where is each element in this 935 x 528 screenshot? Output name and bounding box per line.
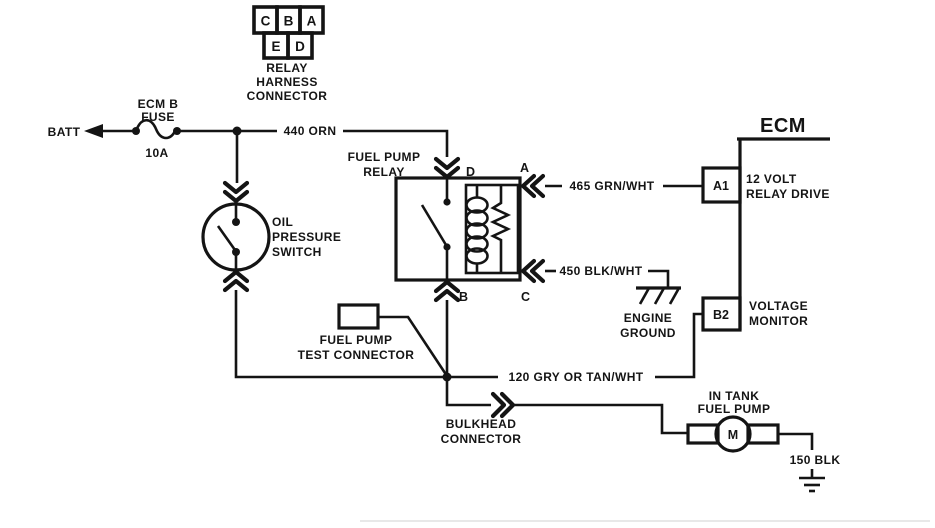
fuel-pump-test-connector: FUEL PUMP TEST CONNECTOR (298, 303, 449, 377)
wire-150-label: 150 BLK (790, 453, 841, 467)
fuse-element-icon (134, 118, 178, 140)
relay-harness-connector-legend: C B A E D RELAY HARNESS CONNECTOR (247, 5, 328, 103)
legend-pin-d: D (295, 39, 305, 54)
legend-label-line1: RELAY (266, 61, 308, 75)
bulkhead-chevron-right-icon (490, 391, 516, 419)
engine-ground-hash-icon (668, 287, 681, 305)
legend-pin-e: E (271, 39, 280, 54)
oil-switch-label-line2: PRESSURE (272, 230, 341, 244)
relay-terminal-b-label: B (459, 290, 468, 304)
legend-label-line2: HARNESS (256, 75, 317, 89)
ecm-b-fuse: ECM B FUSE 10A (132, 97, 181, 160)
engine-ground-label-line1: ENGINE (624, 311, 672, 325)
wire-440-orn: 440 ORN (242, 124, 449, 157)
in-tank-fuel-pump: IN TANK FUEL PUMP M 150 BLK (686, 389, 841, 493)
ecm: ECM A1 12 VOLT RELAY DRIVE B2 VOLTAGE MO… (701, 115, 830, 332)
engine-ground-hash-icon (653, 287, 666, 305)
relay-terminal-c-chevron-icon (520, 258, 546, 284)
wire-120-label: 120 GRY OR TAN/WHT (509, 370, 644, 384)
relay-terminal-b-chevron-icon (433, 279, 461, 303)
pump-motor-letter: M (728, 428, 738, 442)
relay-terminal-a-label: A (520, 161, 529, 175)
wire-switch-to-junction (234, 290, 447, 379)
ecm-b2-function-line2: MONITOR (749, 314, 808, 328)
relay-label-line1: FUEL PUMP (348, 150, 421, 164)
wire-450-blk-wht: 450 BLK/WHT ENGINE GROUND (545, 264, 681, 340)
oil-switch-top-contact (232, 218, 240, 226)
legend-label-line3: CONNECTOR (247, 89, 328, 103)
battery-feed: BATT ECM B FUSE 10A (48, 97, 242, 160)
wire-440-label: 440 ORN (284, 124, 337, 138)
scan-artifact-line (360, 520, 930, 522)
wire-test-connector-to-junction (378, 315, 449, 377)
engine-ground-label-line2: GROUND (620, 326, 676, 340)
relay-switch-top-contact (443, 198, 451, 206)
engine-ground-hash-icon (638, 287, 651, 305)
relay-terminal-d-chevron-icon (433, 156, 461, 180)
relay-terminal-c-label: C (521, 290, 530, 304)
oil-switch-label-line1: OIL (272, 215, 293, 229)
relay-terminal-a-chevron-icon (520, 173, 546, 199)
oil-switch-label-line3: SWITCH (272, 245, 322, 259)
legend-pin-c: C (261, 14, 271, 29)
wire-pump-to-ground (778, 432, 814, 450)
bulkhead-label-line1: BULKHEAD (446, 417, 517, 431)
pump-label-line2: FUEL PUMP (698, 402, 771, 416)
test-connector-label-line1: FUEL PUMP (320, 333, 393, 347)
relay-coil-loop (465, 235, 489, 253)
wire-450-segment-right (648, 269, 670, 287)
fuel-pump-relay: FUEL PUMP RELAY D A B C (348, 150, 546, 377)
wire-450-label: 450 BLK/WHT (559, 264, 642, 278)
bulkhead-label-line2: CONNECTOR (441, 432, 522, 446)
battery-label: BATT (48, 125, 81, 139)
bulkhead-connector: BULKHEAD CONNECTOR (441, 377, 688, 446)
ecm-pin-a1-label: A1 (713, 179, 729, 193)
relay-switch-blade (420, 204, 448, 246)
oil-switch-blade (216, 225, 237, 251)
pump-left-terminal-box (686, 423, 720, 445)
ecm-title: ECM (760, 115, 806, 137)
engine-ground: ENGINE GROUND (620, 286, 681, 340)
wire-120-gry: 120 GRY OR TAN/WHT (442, 312, 703, 384)
legend-pin-b: B (284, 14, 294, 29)
pump-motor-body (714, 415, 752, 453)
relay-coil-loop (465, 196, 489, 214)
ecm-pin-a1-box (701, 166, 742, 204)
ecm-pin-b2-label: B2 (713, 308, 729, 322)
pump-label-line1: IN TANK (709, 389, 760, 403)
relay-coil-loop (465, 222, 489, 240)
wire-465-grn-wht: 465 GRN/WHT (545, 179, 703, 193)
ecm-a1-function-line2: RELAY DRIVE (746, 187, 830, 201)
ecm-b2-function-line1: VOLTAGE (749, 299, 808, 313)
wire-junction-to-bulkhead (445, 377, 491, 407)
relay-terminal-d-label: D (466, 165, 475, 179)
relay-body (394, 176, 522, 282)
relay-coil-loop (465, 209, 489, 227)
oil-pressure-switch: OIL PRESSURE SWITCH (201, 131, 447, 379)
relay-label-line2: RELAY (363, 165, 405, 179)
ecm-a1-function-line1: 12 VOLT (746, 172, 797, 186)
wire-440-segment-right (343, 129, 449, 157)
connector-chevron-down-icon (222, 180, 250, 204)
chassis-ground (799, 469, 825, 493)
fuse-name-line2: FUSE (141, 110, 175, 124)
relay-resistor-icon (489, 185, 512, 273)
pump-right-terminal-box (746, 423, 780, 445)
legend-pin-a: A (307, 14, 317, 29)
test-connector-body (337, 303, 380, 330)
battery-arrow-icon (84, 124, 103, 138)
wire-120-segment-right (655, 312, 703, 379)
test-connector-label-line2: TEST CONNECTOR (298, 348, 415, 362)
wire-465-label: 465 GRN/WHT (569, 179, 654, 193)
connector-chevron-up-icon (222, 269, 250, 293)
legend-pin-box-d (286, 31, 314, 60)
fuse-rating: 10A (145, 146, 168, 160)
wire-bulkhead-to-pump (513, 403, 688, 435)
fuse-name-line1: ECM B (138, 97, 179, 111)
